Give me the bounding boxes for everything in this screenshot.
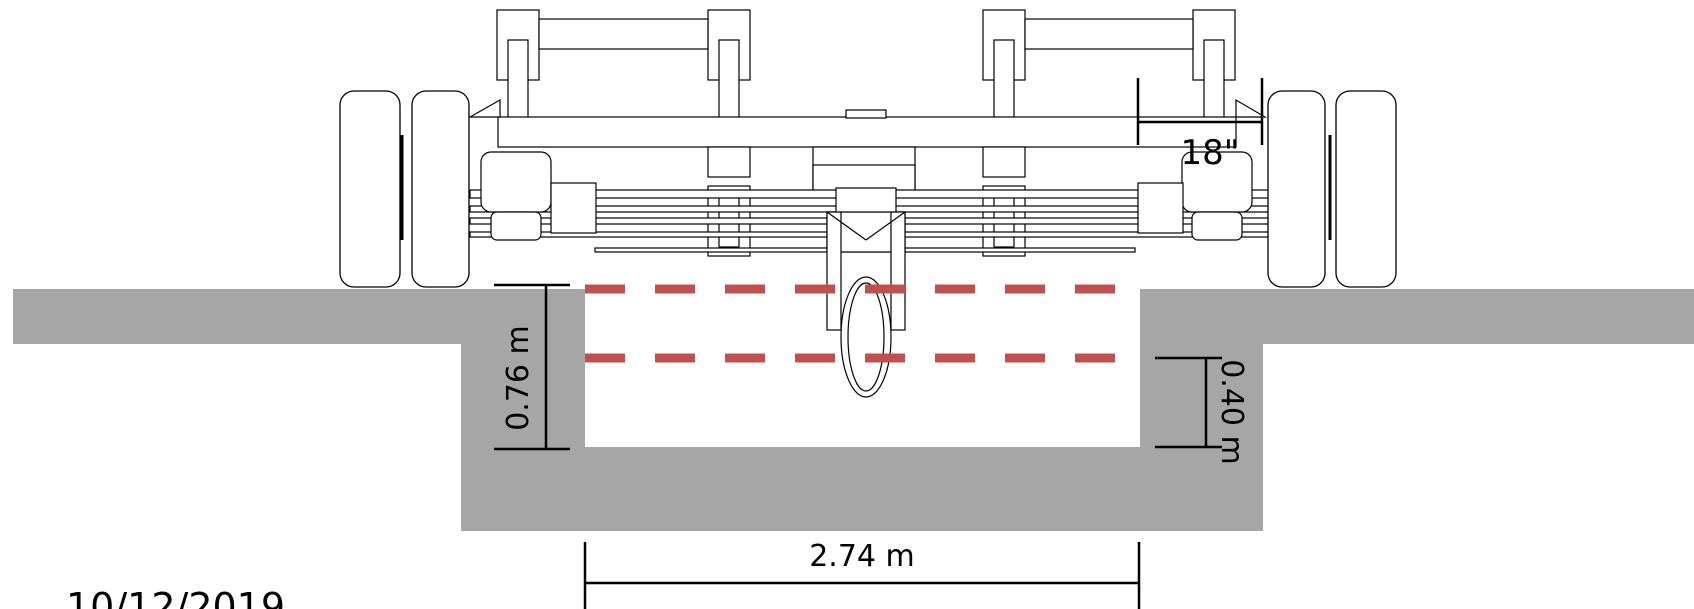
wheel-left-outer	[339, 90, 401, 288]
wheel-right-inner	[1267, 90, 1326, 288]
drawing-date: 10/12/2019	[66, 585, 285, 609]
trench-depth-label: 0.76 m	[501, 325, 536, 431]
frame-crossbar	[538, 18, 709, 50]
trailer-chassis	[467, 9, 1271, 398]
center-post	[707, 146, 751, 178]
trench-width-label: 2.74 m	[809, 539, 915, 574]
wheels	[339, 90, 1397, 288]
wheel-right-outer	[1335, 90, 1397, 288]
trench-ledge-right	[1140, 344, 1263, 447]
ground-left	[13, 289, 462, 344]
air-bag-left	[480, 151, 552, 213]
trench-floor	[461, 447, 1263, 531]
clearance-lines	[585, 284, 1140, 363]
frame-crossbar	[1024, 18, 1194, 50]
ground-section	[13, 289, 1694, 531]
offset-label: 18"	[1181, 133, 1240, 173]
wheel-left-inner	[411, 90, 470, 288]
main-beam	[497, 116, 1237, 148]
dimension-lines	[494, 78, 1264, 609]
pit-depth-label: 0.40 m	[1214, 359, 1249, 465]
